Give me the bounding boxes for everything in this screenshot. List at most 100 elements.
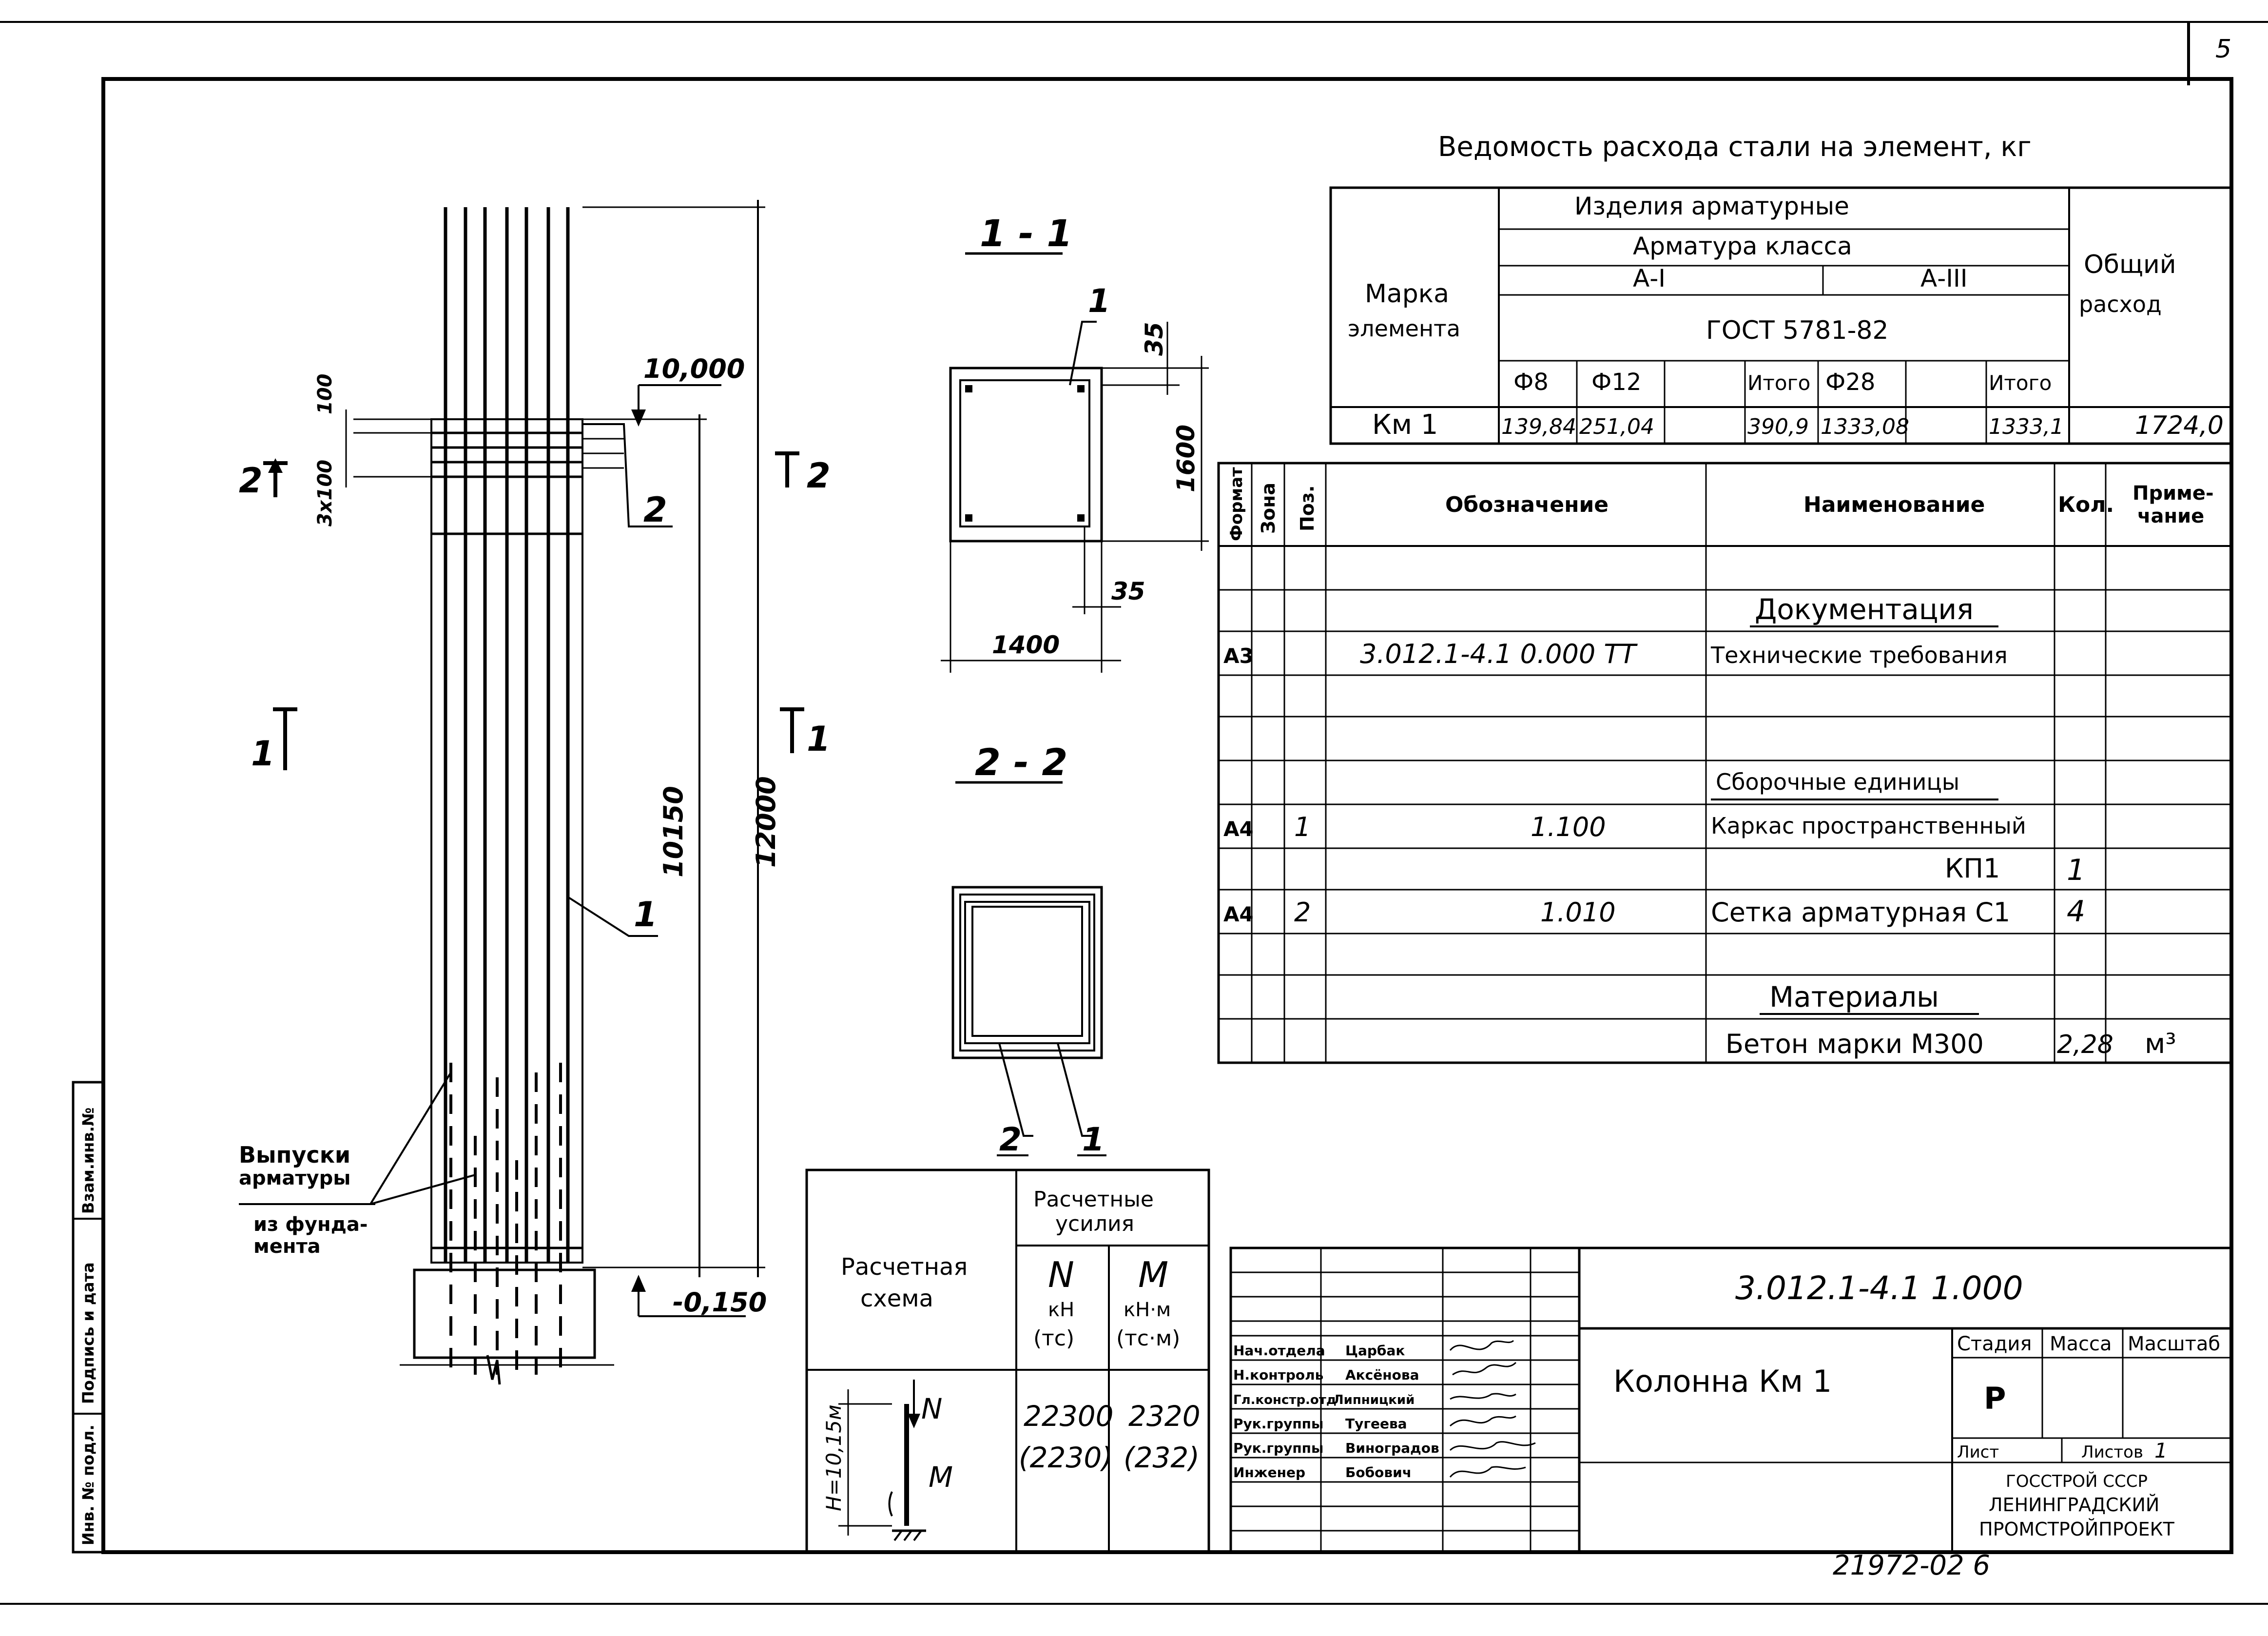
person-role: Рук.группы [1233,1440,1323,1456]
sheet-number: 5 [2215,35,2231,64]
title-scale-label: Масштаб [2128,1333,2220,1355]
section-1-1: 1 - 1 1 35 1600 1400 35 [941,212,1209,673]
steel-val-itogo-1: 390,9 [1747,414,1809,439]
m-value: 2320 [1128,1400,1201,1433]
steel-total-header-1: Общий [2084,250,2176,279]
steel-sub-itogo-2: Итого [1989,371,2052,395]
spec-row-format-a3: А3 [1223,644,1254,668]
spec-header-designation: Обозначение [1445,492,1609,517]
elevation-top: 10,000 [643,353,745,384]
spec-row-designation-1: 1.100 [1531,812,1606,842]
dim-35-bottom: 35 [1111,577,1145,605]
spec-header-zone: Зона [1258,483,1279,534]
stamp-sign-date: Подпись и дата [79,1262,97,1404]
person-name: Тугеева [1345,1416,1407,1432]
person-name: Бобович [1345,1464,1412,1480]
spec-header-format: Формат [1227,467,1246,541]
scheme-m: M [929,1461,953,1494]
rebar-note-2: арматуры [239,1167,350,1189]
section-mark-1-right: 1 [807,719,831,759]
steel-val-f12: 251,04 [1579,414,1654,439]
steel-total-header-2: расход [2079,291,2162,317]
m-header-unit2: (тс·м) [1116,1326,1180,1351]
scheme-header-1: Расчетная [841,1253,968,1281]
forces-table: Расчетные усилия Расчетная схема N кН (т… [805,1169,1210,1554]
spec-row-format-a4-1: А4 [1223,817,1254,841]
rebar-note-1: Выпуски [239,1142,350,1168]
callout-2-elevation: 2 [643,490,667,530]
dim-35-top: 35 [1140,322,1168,356]
title-stage-label: Стадия [1957,1333,2032,1355]
section-2-2-title: 2 - 2 [975,740,1067,784]
title-block: 3.012.1-4.1 1.000 Колонна Км 1 Стадия Ма… [1229,1246,2233,1554]
n-header-unit2: (тс) [1033,1326,1074,1351]
column-elevation: 100 3х100 2 2 1 1 10,000 2 1 10150 12000 [239,200,831,1385]
spec-row-qty-concrete: 2,28 [2057,1030,2113,1059]
steel-table-title: Ведомость расхода стали на элемент, кг [1438,131,2032,163]
spec-heading-documentation: Документация [1755,593,1974,626]
title-org-3: ПРОМСТРОЙПРОЕКТ [1979,1519,2175,1540]
title-org-1: ГОССТРОЙ СССР [2006,1471,2148,1491]
m-value-tc: (232) [1124,1441,1200,1474]
steel-class-header: Арматура класса [1633,232,1852,260]
dim-12000: 12000 [751,776,781,868]
title-block-grid [1231,1248,1579,1552]
scheme-h: H=10,15м [822,1404,846,1511]
section-mark-2-left: 2 [239,461,263,501]
scheme-n: N [921,1392,942,1425]
spec-heading-materials: Материалы [1769,980,1939,1013]
person-name: Аксёнова [1345,1367,1419,1383]
spec-row-pos-1: 1 [1294,812,1311,842]
spec-table: Формат Зона Поз. Обозначение Наименовани… [1217,462,2233,1064]
column-outline [430,418,583,1264]
steel-class-a1: А-I [1633,264,1666,292]
title-code: 3.012.1-4.1 1.000 [1735,1269,2023,1307]
n-header-symbol: N [1048,1254,1074,1295]
title-mass-label: Масса [2050,1333,2112,1355]
callout-1-elevation: 1 [634,895,658,935]
person-role: Н.контроль [1233,1367,1323,1383]
title-sheets-label: Листов [2081,1442,2143,1462]
steel-col-mark-1: Марка [1365,279,1449,309]
dim-1400: 1400 [992,631,1060,659]
n-value: 22300 [1024,1400,1114,1433]
side-stamp: Инв. № подл. Подпись и дата Взам.инв.№ [72,1081,105,1554]
spec-header-note-2: чание [2137,505,2204,527]
title-people: Нач.отдела Царбак Н.контроль Аксёнова Гл… [1233,1343,1439,1480]
person-role: Нач.отдела [1233,1343,1325,1359]
steel-table: Ведомость расхода стали на элемент, кг М… [1329,131,2233,445]
foundation [413,1268,596,1359]
title-product-name: Колонна Км 1 [1613,1363,1832,1399]
forces-header-2: усилия [1055,1211,1134,1236]
person-name: Царбак [1345,1343,1405,1359]
person-role: Рук.группы [1233,1416,1323,1432]
spec-row-name-mesh: Сетка арматурная С1 [1711,897,2010,928]
section-2-2-callout-1: 1 [1082,1121,1105,1158]
dim-100: 100 [314,374,336,415]
person-name: Липницкий [1333,1393,1415,1407]
elevation-bottom: -0,150 [673,1287,767,1318]
spec-row-name-frame: Каркас пространственный [1711,813,2026,839]
section-1-1-callout: 1 [1088,282,1110,320]
steel-val-f28: 1333,08 [1821,414,1909,439]
spec-row-designation-2: 1.010 [1540,897,1616,928]
steel-class-a3: А-III [1920,264,1967,292]
scheme-header-2: схема [860,1285,933,1312]
m-header-unit: кН·м [1124,1299,1171,1321]
spec-row-name-kp1: КП1 [1945,853,2000,884]
spec-row-designation-tt: 3.012.1-4.1 0.000 ТТ [1360,639,1638,669]
n-value-tc: (2230) [1019,1441,1113,1474]
spec-header-pos: Поз. [1297,486,1318,531]
person-role: Инженер [1233,1464,1305,1480]
bottom-code: 21972-02 6 [1833,1550,1990,1581]
steel-row-mark: Км 1 [1372,409,1438,441]
spec-row-pos-2: 2 [1294,897,1311,928]
dim-3x100: 3х100 [314,460,336,526]
steel-total: 1724,0 [2135,411,2224,440]
column-meshes [431,431,582,1249]
steel-sub-itogo-1: Итого [1747,371,1810,395]
person-name: Виноградов [1345,1440,1439,1456]
steel-val-f8: 139,84 [1501,414,1576,439]
spec-header-qty: Кол. [2058,492,2114,517]
